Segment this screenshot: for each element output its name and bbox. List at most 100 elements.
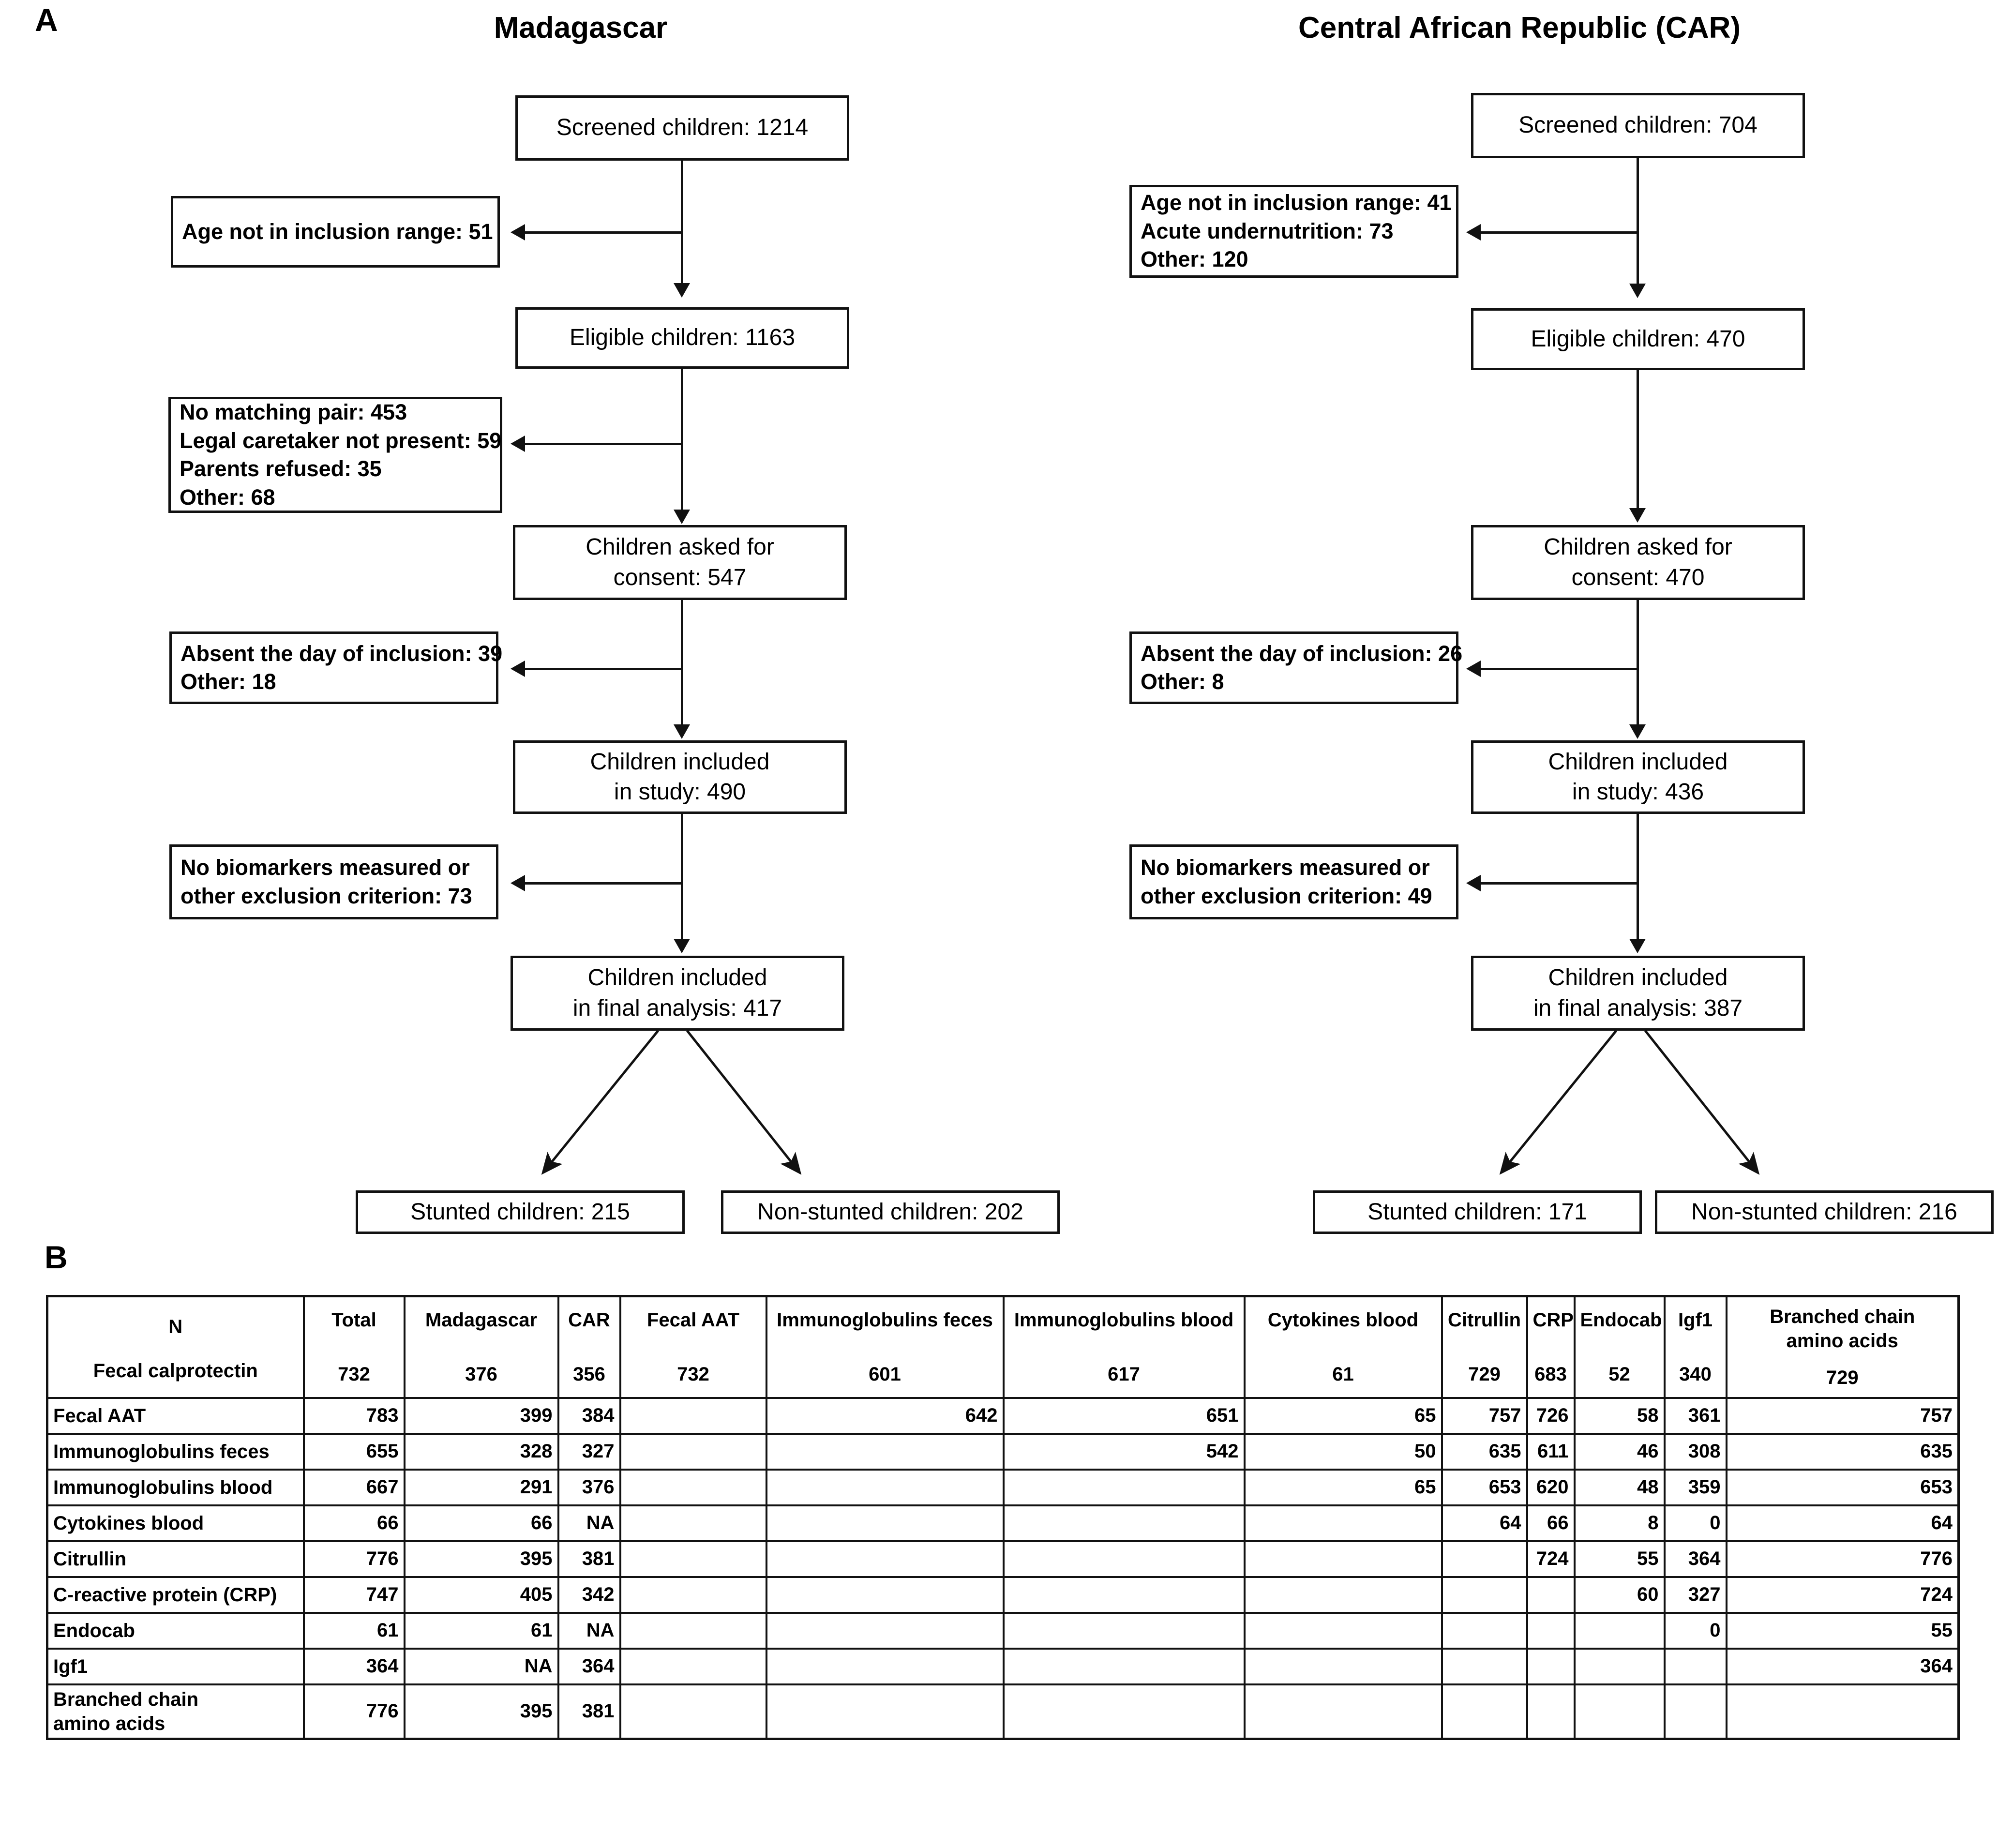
matrix-cell-value: 617 xyxy=(1108,1363,1140,1385)
matrix-cell-empty xyxy=(1243,1683,1443,1740)
matrix-cell-value: 642 xyxy=(765,1397,1005,1435)
matrix-cell-value: 364 xyxy=(302,1647,406,1685)
matrix-cell-value: 61 xyxy=(1332,1363,1354,1385)
mg-consent-line-2: consent: 547 xyxy=(613,564,747,590)
column-header-car: CAR 356 xyxy=(557,1295,621,1399)
row-label-line: amino acids xyxy=(53,1713,165,1734)
column-header-line: Igf1 xyxy=(1678,1309,1713,1331)
mg-screened-box: Screened children: 1214 xyxy=(515,95,849,161)
row-label-line: Cytokines blood xyxy=(53,1512,204,1534)
matrix-cell-empty xyxy=(1441,1540,1528,1578)
matrix-cell-empty xyxy=(765,1611,1005,1650)
matrix-cell-value: 732 xyxy=(338,1363,370,1385)
mg-exclusion-box-4: No biomarkers measured or other exclusio… xyxy=(169,844,498,919)
row-label-igf1: Igf1 xyxy=(46,1647,305,1685)
matrix-cell-value: 653 xyxy=(1441,1468,1528,1506)
matrix-cell-empty xyxy=(1573,1647,1666,1685)
row-label-endocab: Endocab xyxy=(46,1611,305,1650)
matrix-cell-value: 601 xyxy=(869,1363,901,1385)
matrix-cell-empty xyxy=(619,1576,767,1614)
mg-connector-3 xyxy=(681,600,683,729)
matrix-cell-value: 342 xyxy=(557,1576,621,1614)
mg-excl1-line-1: Age not in inclusion range: 51 xyxy=(182,219,493,244)
matrix-cell-value: 52 xyxy=(1608,1363,1630,1385)
car-arrow-left-4 xyxy=(1466,875,1481,891)
car-excl3-line-1: Absent the day of inclusion: 26 xyxy=(1141,641,1463,666)
matrix-cell-value: NA xyxy=(557,1611,621,1650)
column-header-cytokines-blood: Cytokines blood 61 xyxy=(1243,1295,1443,1399)
mg-excl2-line-1: No matching pair: 453 xyxy=(180,400,407,424)
mg-final-line-2: in final analysis: 417 xyxy=(572,995,782,1021)
matrix-cell-empty xyxy=(1441,1576,1528,1614)
matrix-cell-value: 58 xyxy=(1573,1397,1666,1435)
matrix-cell-value: 542 xyxy=(1002,1432,1246,1471)
matrix-cell-value: 620 xyxy=(1526,1468,1576,1506)
matrix-cell-empty xyxy=(1002,1540,1246,1578)
matrix-cell-empty xyxy=(619,1504,767,1542)
matrix-cell-value: 667 xyxy=(302,1468,406,1506)
car-split-arrows xyxy=(1499,1030,1760,1175)
mg-connector-2 xyxy=(681,369,683,514)
matrix-cell-value: 729 xyxy=(1826,1367,1859,1388)
car-excl3-line-2: Other: 8 xyxy=(1141,669,1224,694)
column-header-line: Madagascar xyxy=(425,1309,538,1331)
mg-exclusion-box-1: Age not in inclusion range: 51 xyxy=(171,196,500,268)
row-label-line: Igf1 xyxy=(53,1655,88,1677)
matrix-cell-empty xyxy=(1002,1504,1246,1542)
matrix-cell-empty xyxy=(765,1504,1005,1542)
row-label-line: Immunoglobulins blood xyxy=(53,1476,273,1498)
matrix-cell-value: 376 xyxy=(465,1363,497,1385)
mg-arrow-left-2 xyxy=(511,436,525,452)
car-exclusion-box-4: No biomarkers measured or other exclusio… xyxy=(1129,844,1458,919)
row-label-fecal-aat: Fecal AAT xyxy=(46,1397,305,1435)
car-final-line-2: in final analysis: 387 xyxy=(1533,995,1743,1021)
matrix-cell-empty xyxy=(1243,1576,1443,1614)
matrix-cell-value: 340 xyxy=(1679,1363,1712,1385)
car-excl1-line-1: Age not in inclusion range: 41 xyxy=(1141,190,1452,215)
row-label-c-reactive-protein-crp-: C-reactive protein (CRP) xyxy=(46,1576,305,1614)
matrix-cell-value: 48 xyxy=(1573,1468,1666,1506)
matrix-cell-value: 635 xyxy=(1725,1432,1960,1471)
car-excl-line-1 xyxy=(1481,231,1638,234)
column-header-line: Cytokines blood xyxy=(1267,1309,1419,1331)
row-label-immunoglobulins-feces: Immunoglobulins feces xyxy=(46,1432,305,1471)
matrix-cell-value: 381 xyxy=(557,1683,621,1740)
mg-excl4-line-1: No biomarkers measured or xyxy=(180,855,470,880)
column-header-immunoglobulins-blood: Immunoglobulins blood 617 xyxy=(1002,1295,1246,1399)
matrix-cell-value: 364 xyxy=(557,1647,621,1685)
matrix-cell-value: 60 xyxy=(1573,1576,1666,1614)
matrix-cell-value: 0 xyxy=(1663,1504,1728,1542)
matrix-cell-empty xyxy=(765,1468,1005,1506)
matrix-cell-empty xyxy=(1441,1647,1528,1685)
car-excl-line-4 xyxy=(1481,882,1638,885)
mg-exclusion-box-2: No matching pair: 453 Legal caretaker no… xyxy=(168,397,502,513)
matrix-cell-value: 291 xyxy=(403,1468,559,1506)
car-arrow-left-1 xyxy=(1466,224,1481,240)
car-included-line-2: in study: 436 xyxy=(1572,779,1704,805)
mg-excl-line-1 xyxy=(525,231,682,234)
mg-excl2-line-2: Legal caretaker not present: 59 xyxy=(180,428,502,453)
matrix-cell-value: 359 xyxy=(1663,1468,1728,1506)
mg-included-line-2: in study: 490 xyxy=(614,779,746,805)
matrix-cell-value: 783 xyxy=(302,1397,406,1435)
mg-connector-1 xyxy=(681,161,683,287)
matrix-cell-value: 356 xyxy=(573,1363,605,1385)
mg-arrow-left-3 xyxy=(511,661,525,677)
panel-a-letter: A xyxy=(35,2,58,38)
column-header-line: CAR xyxy=(568,1309,610,1331)
column-header-line: Immunoglobulins blood xyxy=(1014,1309,1234,1331)
matrix-cell-value: 55 xyxy=(1725,1611,1960,1650)
mg-excl-line-3 xyxy=(525,668,682,670)
mg-eligible-box: Eligible children: 1163 xyxy=(515,307,849,369)
mg-exclusion-box-3: Absent the day of inclusion: 39 Other: 1… xyxy=(169,631,502,704)
row-label-fecal-calprotectin: Fecal calprotectin xyxy=(93,1360,258,1382)
matrix-cell-value: 776 xyxy=(302,1540,406,1578)
car-excl4-line-2: other exclusion criterion: 49 xyxy=(1141,883,1432,908)
